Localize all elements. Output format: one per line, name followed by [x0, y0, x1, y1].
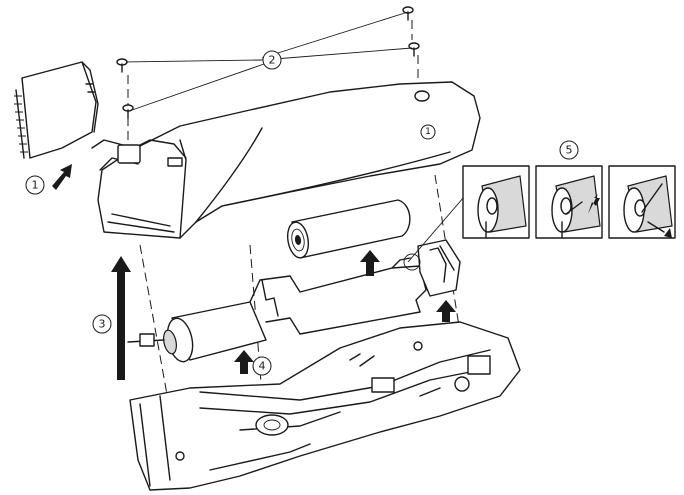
- housing-mark-text: 1: [425, 127, 431, 137]
- callout-4-text: 4: [259, 360, 266, 373]
- callout-3-text: 3: [99, 318, 106, 331]
- arrow-step-1: [52, 164, 72, 190]
- callout-3: 3: [92, 314, 112, 334]
- callout-2: 2: [262, 50, 282, 70]
- screw-left-bottom: [122, 104, 134, 119]
- upper-housing: [91, 81, 481, 239]
- lower-frame: [129, 321, 521, 491]
- arrow-step-3: [111, 256, 131, 380]
- callout-2-text: 2: [269, 54, 276, 67]
- callout-5: 5: [559, 140, 579, 160]
- detail-inset-3: [608, 165, 676, 239]
- callout-1-text: 1: [32, 179, 39, 192]
- motor-assembly: [127, 239, 461, 363]
- detail-inset-1: [462, 165, 530, 239]
- battery: [286, 199, 411, 259]
- blade-attachment: [14, 61, 99, 159]
- arrow-terminal: [436, 300, 456, 322]
- inset-leader: [407, 189, 471, 263]
- screw-top-right: [402, 6, 414, 21]
- callout-5-text: 5: [566, 144, 573, 157]
- housing-mark: 1: [420, 124, 436, 140]
- inset-focus-circle: [403, 253, 421, 271]
- arrow-step-4: [234, 350, 254, 374]
- detail-inset-2: [535, 165, 603, 239]
- callout-2-leaders: [125, 11, 413, 111]
- screw-left-top: [116, 58, 128, 73]
- callout-1: 1: [25, 175, 45, 195]
- screw-mid-right: [408, 42, 420, 57]
- screws: [116, 6, 420, 119]
- arrow-battery: [360, 250, 380, 276]
- callout-4: 4: [252, 356, 272, 376]
